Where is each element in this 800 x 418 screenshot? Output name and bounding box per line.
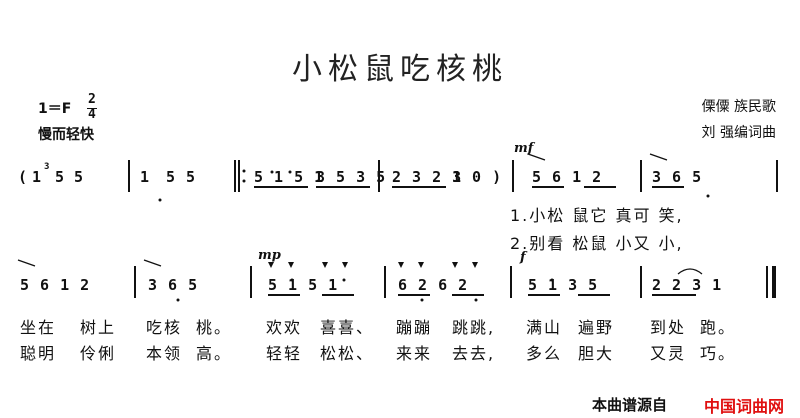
arranger-credit: 刘 强编词曲 xyxy=(701,125,776,141)
verse2-first-line: 2.别看 松鼠 小又 小, xyxy=(510,234,684,253)
beam-underline xyxy=(528,294,560,296)
verse2-lyric-7: 来来 xyxy=(396,344,433,363)
row2-measure5: 5 1 3 5 xyxy=(528,276,599,294)
dynamic-mf: mf xyxy=(514,141,534,156)
beam-underline xyxy=(584,186,616,188)
beam-underline xyxy=(578,294,610,296)
verse1-lyric-5: 欢欢 xyxy=(266,318,303,337)
beam-underline xyxy=(268,294,300,296)
barline xyxy=(378,160,380,192)
verse1-lyric-6: 喜喜、 xyxy=(320,318,375,337)
verse2-lyric-4: 高。 xyxy=(196,344,233,363)
barline xyxy=(640,266,642,298)
row2-measure6: 2 2 3 1 xyxy=(652,276,723,294)
verse1-lyric-10: 遍野 xyxy=(578,318,615,337)
time-signature-line xyxy=(87,108,97,109)
barline xyxy=(776,160,778,192)
barline xyxy=(128,160,130,192)
beam-underline xyxy=(532,186,564,188)
row1-measure2b: 5 xyxy=(166,168,177,186)
time-signature-bottom: 4 xyxy=(88,107,96,122)
verse1-lyric-8: 跳跳, xyxy=(452,318,496,337)
verse1-lyric-2: 树上 xyxy=(80,318,117,337)
dynamic-f: f xyxy=(520,250,526,265)
key-signature: 1＝F xyxy=(38,101,72,117)
footer-source-text: 本曲谱源自 xyxy=(592,396,668,414)
repeat-barline-thick xyxy=(234,160,236,192)
verse2-lyric-12: 巧。 xyxy=(700,344,737,363)
row1-measure5: 2 3 2 3 xyxy=(392,168,463,186)
beam-underline xyxy=(652,186,684,188)
verse2-lyric-11: 又灵 xyxy=(650,344,687,363)
verse2-lyric-1: 聪明 xyxy=(20,344,57,363)
row2-measure4: 6 2 6 2 xyxy=(398,276,469,294)
row1-measure1-note: 1 xyxy=(32,168,43,186)
verse1-lyric-3: 吃核 xyxy=(146,318,183,337)
row2-measure3: 5 1 5 1 xyxy=(268,276,339,294)
barline xyxy=(640,160,642,192)
row1-measure8: 3 6 5 xyxy=(652,168,703,186)
verse1-lyric-4: 桃。 xyxy=(196,318,233,337)
verse1-lyric-1: 坐在 xyxy=(20,318,57,337)
dynamic-mp: mp xyxy=(258,248,281,263)
verse2-lyric-5: 轻轻 xyxy=(266,344,303,363)
row1-measure7: 5 6 1 2 xyxy=(532,168,603,186)
final-barline-thin xyxy=(766,266,768,298)
verse2-lyric-2: 伶俐 xyxy=(80,344,117,363)
row1-measure4: 3 5 3 5 xyxy=(316,168,387,186)
row1-measure2c: 5 xyxy=(186,168,197,186)
barline xyxy=(510,266,512,298)
row1-measure1b: 5 xyxy=(74,168,85,186)
beam-underline xyxy=(254,186,308,188)
tempo-marking: 慢而轻快 xyxy=(38,127,94,143)
verse1-lyric-9: 满山 xyxy=(526,318,563,337)
beam-underline xyxy=(322,294,354,296)
footer-site-link[interactable]: 中国词曲网 xyxy=(704,397,785,416)
beam-underline xyxy=(398,294,430,296)
row2-measure1: 5 6 1 2 xyxy=(20,276,91,294)
song-origin: 傈僳 族民歌 xyxy=(701,99,776,115)
grace-note: 3 xyxy=(44,162,50,172)
verse2-lyric-8: 去去, xyxy=(452,344,496,363)
verse1-lyric-12: 跑。 xyxy=(700,318,737,337)
barline xyxy=(134,266,136,298)
verse1-lyric-7: 蹦蹦 xyxy=(396,318,433,337)
row1-measure1-tail: 5 xyxy=(55,168,66,186)
verse2-lyric-10: 胆大 xyxy=(578,344,615,363)
song-title: 小松鼠吃核桃 xyxy=(292,52,508,87)
beam-underline xyxy=(652,294,696,296)
verse1-first-line: 1.小松 鼠它 真可 笑, xyxy=(510,206,684,225)
beam-underline xyxy=(452,294,484,296)
intro-open-paren: ( xyxy=(18,168,29,186)
row1-measure6: 1 0 ) xyxy=(452,168,503,186)
time-signature-top: 2 xyxy=(88,92,96,107)
repeat-barline-thin xyxy=(238,160,240,192)
row1-measure2a: 1 xyxy=(140,168,151,186)
verse2-lyric-9: 多么 xyxy=(526,344,563,363)
barline xyxy=(512,160,514,192)
verse2-lyric-6: 松松、 xyxy=(320,344,375,363)
row2-measure2: 3 6 5 xyxy=(148,276,199,294)
final-barline-thick xyxy=(772,266,776,298)
beam-underline xyxy=(316,186,370,188)
barline xyxy=(250,266,252,298)
verse2-lyric-3: 本领 xyxy=(146,344,183,363)
barline xyxy=(384,266,386,298)
verse1-lyric-11: 到处 xyxy=(650,318,687,337)
beam-underline xyxy=(392,186,446,188)
